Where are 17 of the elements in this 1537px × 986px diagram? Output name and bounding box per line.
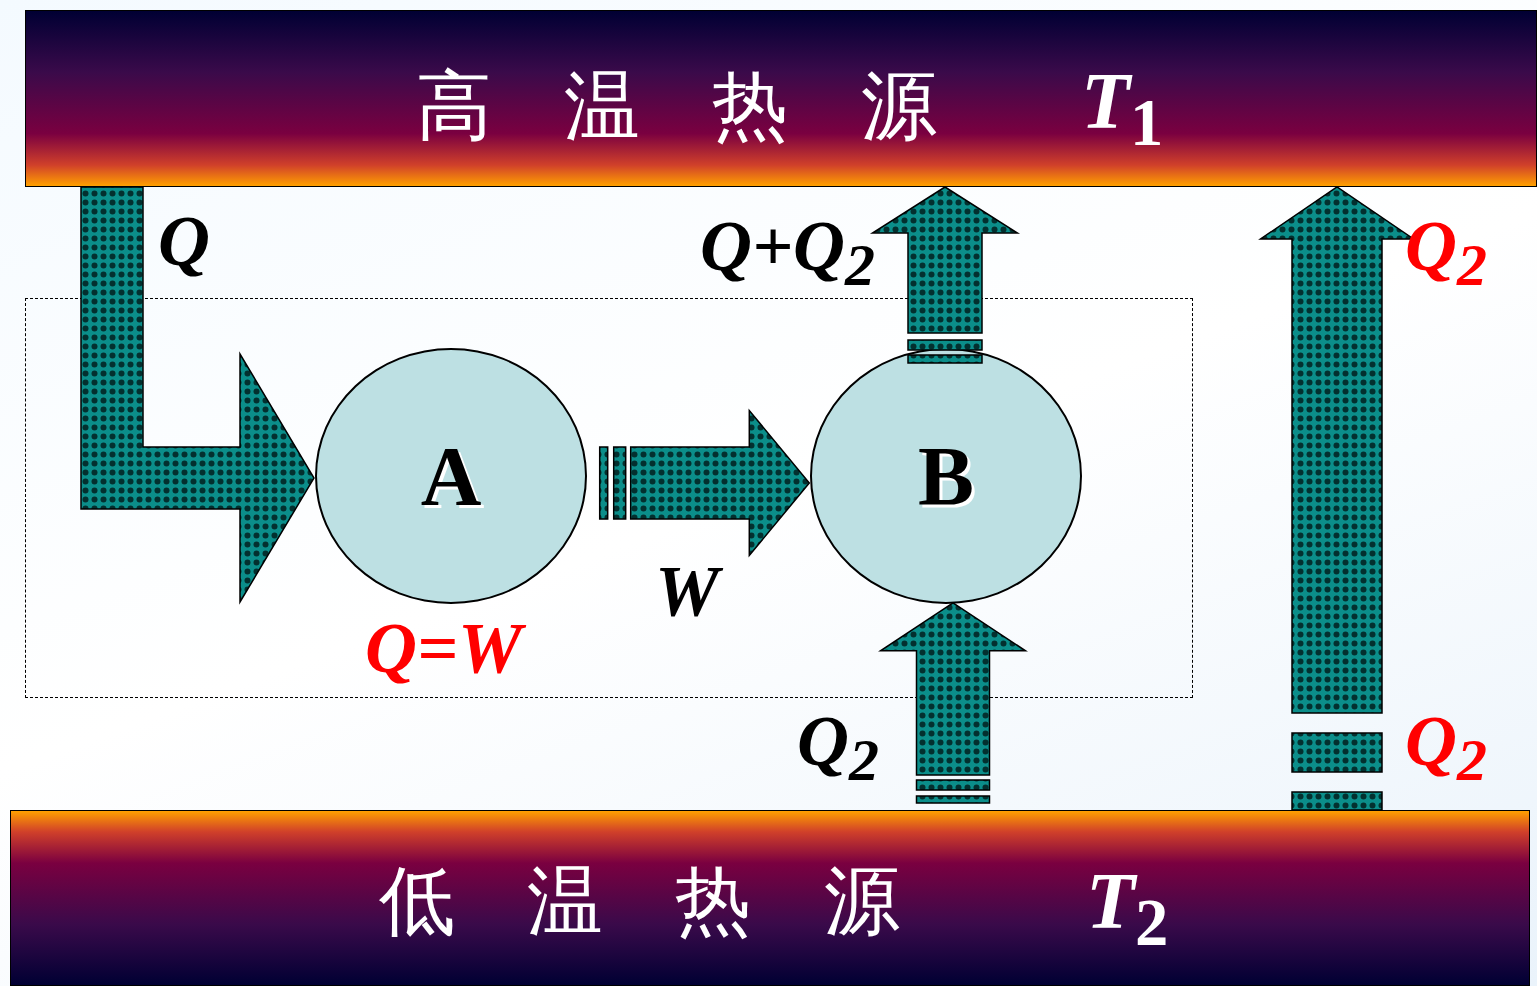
heat-reservoir-band (10, 810, 1530, 986)
flow-label: Q$_{2}$ (1405, 705, 1487, 791)
block-arrow (878, 601, 1028, 804)
temperature-label: T$_{2}$ (1086, 856, 1169, 961)
block-arrow (869, 186, 1021, 364)
reservoir-name: 低温热源 (379, 858, 972, 945)
flow-label: Q$_{2}$ (797, 705, 879, 791)
flow-label: Q$_{2}$ (1405, 210, 1487, 296)
temperature-label: T$_{1}$ (1081, 56, 1164, 161)
flow-label: Q+Q$_{2}$ (700, 210, 876, 296)
machine-label: A (419, 428, 483, 525)
block-arrow (80, 186, 315, 605)
block-arrow (598, 408, 811, 558)
reservoir-name: 高温热源 (416, 63, 1009, 150)
flow-label: Q (158, 205, 210, 277)
heat-reservoir-band (25, 10, 1537, 187)
machine-label: B (917, 428, 975, 525)
